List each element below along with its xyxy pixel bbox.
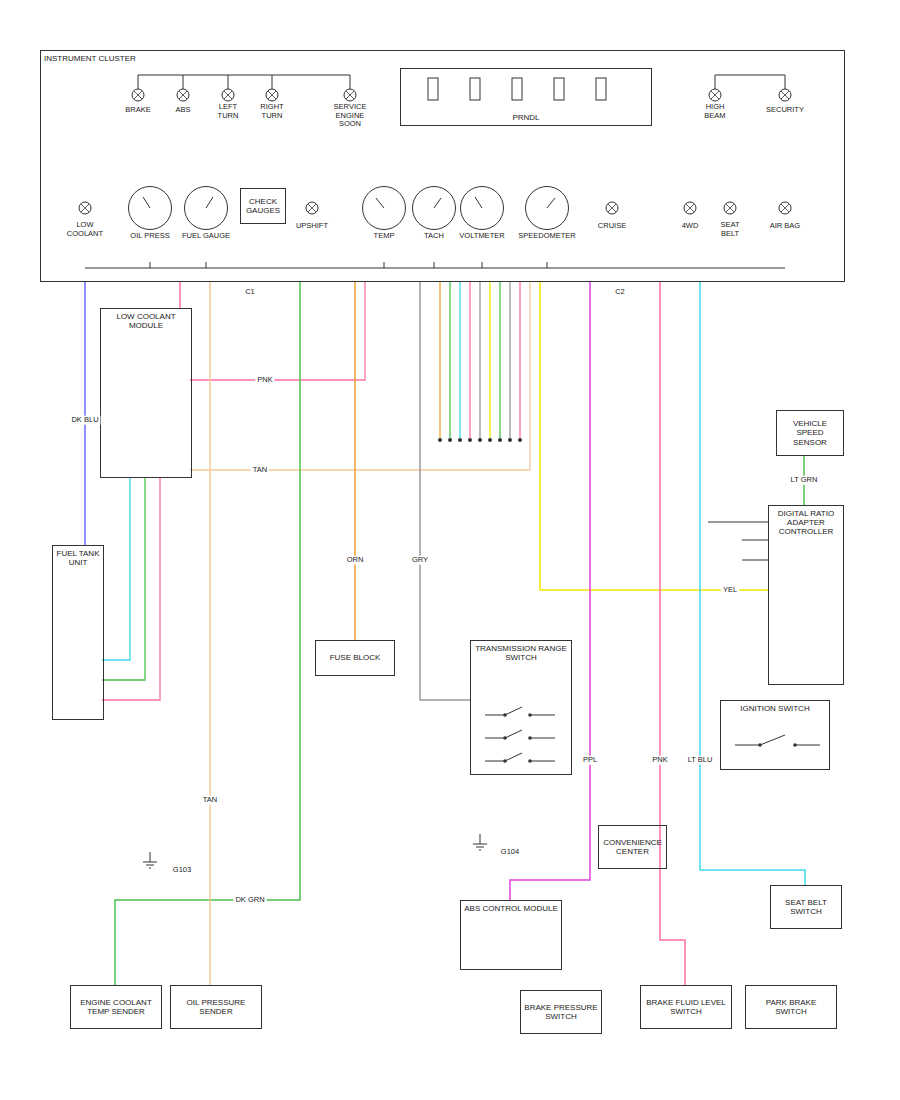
wire-color: YEL: [721, 586, 739, 595]
lamp-label: ABS: [165, 106, 201, 115]
wire-color: PPL: [581, 756, 599, 765]
wire: [115, 282, 300, 985]
component-label: ABS CONTROL MODULE: [464, 904, 558, 913]
component-label: INSTRUMENT CLUSTER: [44, 54, 136, 63]
ground-id: G104: [501, 848, 519, 857]
component-label: FUEL TANK UNIT: [56, 549, 100, 567]
gauge-label: TACH: [402, 232, 466, 241]
lamp-label: SEAT BELT: [715, 221, 745, 238]
lamp-label: SECURITY: [763, 106, 807, 115]
switch-box: SEAT BELT SWITCH: [770, 885, 842, 929]
warning-module: CHECK GAUGES: [240, 188, 286, 224]
gauge: VOLTMETER: [460, 186, 504, 230]
component-label: CHECK GAUGES: [244, 197, 282, 215]
lamp-label: CRUISE: [594, 222, 630, 231]
wire: [510, 282, 590, 900]
component-label: CONVENIENCE CENTER: [602, 838, 663, 856]
component-box: FUEL TANK UNIT: [52, 545, 104, 720]
switch-box: BRAKE FLUID LEVEL SWITCH: [640, 985, 732, 1029]
switch-box: IGNITION SWITCH: [720, 700, 830, 770]
component-box: ABS CONTROL MODULE: [460, 900, 562, 970]
ground-id: G103: [173, 866, 191, 875]
gauge-label: TEMP: [352, 232, 416, 241]
wire-color: TAN: [201, 796, 219, 805]
lamp-label: UPSHIFT: [292, 222, 332, 231]
component-label: FUSE BLOCK: [330, 653, 381, 662]
wire-color: TAN: [251, 466, 269, 475]
wire-color: PNK: [650, 756, 669, 765]
lamp-label: BRAKE: [120, 106, 156, 115]
component-label: ENGINE COOLANT TEMP SENDER: [74, 998, 158, 1016]
gauge-label: VOLTMETER: [450, 232, 514, 241]
lamp-label: LEFT TURN: [210, 103, 246, 120]
component-label: BRAKE FLUID LEVEL SWITCH: [644, 998, 728, 1016]
component-label: OIL PRESSURE SENDER: [174, 998, 258, 1016]
lamp-label: AIR BAG: [765, 222, 805, 231]
gauge-label: FUEL GAUGE: [174, 232, 238, 241]
switch-box: BRAKE PRESSURE SWITCH: [520, 990, 602, 1034]
wire: [179, 282, 181, 308]
component-label: TRANSMISSION RANGE SWITCH: [474, 644, 568, 662]
gauge: OIL PRESS: [128, 186, 172, 230]
lamp-label: SERVICE ENGINE SOON: [325, 103, 375, 129]
wire-color: ORN: [345, 556, 366, 565]
wire-color: DK BLU: [69, 416, 100, 425]
wire: [420, 282, 470, 700]
wire: [209, 282, 211, 985]
component-label: BRAKE PRESSURE SWITCH: [524, 1003, 598, 1021]
component-box: LOW COOLANT MODULE: [100, 308, 192, 478]
component-label: VEHICLE SPEED SENSOR: [780, 419, 840, 447]
wire: [84, 282, 86, 545]
cluster-housing: INSTRUMENT CLUSTERPRNDLOIL PRESSFUEL GAU…: [40, 50, 845, 282]
wire-color: LT BLU: [686, 756, 715, 765]
switch-box: TRANSMISSION RANGE SWITCH: [470, 640, 572, 775]
lamp-label: RIGHT TURN: [254, 103, 290, 120]
connector-id: C1: [245, 288, 255, 297]
wire: [540, 282, 768, 590]
gauge-label: SPEEDOMETER: [515, 232, 579, 241]
wire: [354, 282, 356, 640]
connector-id: C2: [615, 288, 625, 297]
lamp-label: 4WD: [675, 222, 705, 231]
gauge: TEMP: [362, 186, 406, 230]
component-box: DIGITAL RATIO ADAPTER CONTROLLER: [768, 505, 844, 685]
wire-color: LT GRN: [789, 476, 820, 485]
fuse-box: FUSE BLOCK: [315, 640, 395, 676]
wire-color: GRY: [410, 556, 430, 565]
sensor-box: VEHICLE SPEED SENSOR: [776, 410, 844, 456]
wire-color: DK GRN: [233, 896, 266, 905]
component-label: DIGITAL RATIO ADAPTER CONTROLLER: [772, 509, 840, 537]
gauge: TACH: [412, 186, 456, 230]
gauge: FUEL GAUGE: [184, 186, 228, 230]
component-label: LOW COOLANT MODULE: [104, 312, 188, 330]
wire: [700, 282, 805, 885]
lamp-label: LOW COOLANT: [63, 221, 107, 238]
sender-box: ENGINE COOLANT TEMP SENDER: [70, 985, 162, 1029]
component-box: CONVENIENCE CENTER: [598, 825, 667, 869]
lamp-label: HIGH BEAM: [697, 103, 733, 120]
gauge-label: OIL PRESS: [118, 232, 182, 241]
wire: [660, 282, 685, 985]
component-label: PRNDL: [512, 113, 539, 122]
gauge: SPEEDOMETER: [525, 186, 569, 230]
wire-color: PNK: [255, 376, 274, 385]
sender-box: OIL PRESSURE SENDER: [170, 985, 262, 1029]
switch-box: PARK BRAKE SWITCH: [745, 985, 837, 1029]
component-label: SEAT BELT SWITCH: [774, 898, 838, 916]
component-label: IGNITION SWITCH: [740, 704, 809, 713]
component-label: PARK BRAKE SWITCH: [749, 998, 833, 1016]
indicator-panel: PRNDL: [400, 68, 652, 126]
